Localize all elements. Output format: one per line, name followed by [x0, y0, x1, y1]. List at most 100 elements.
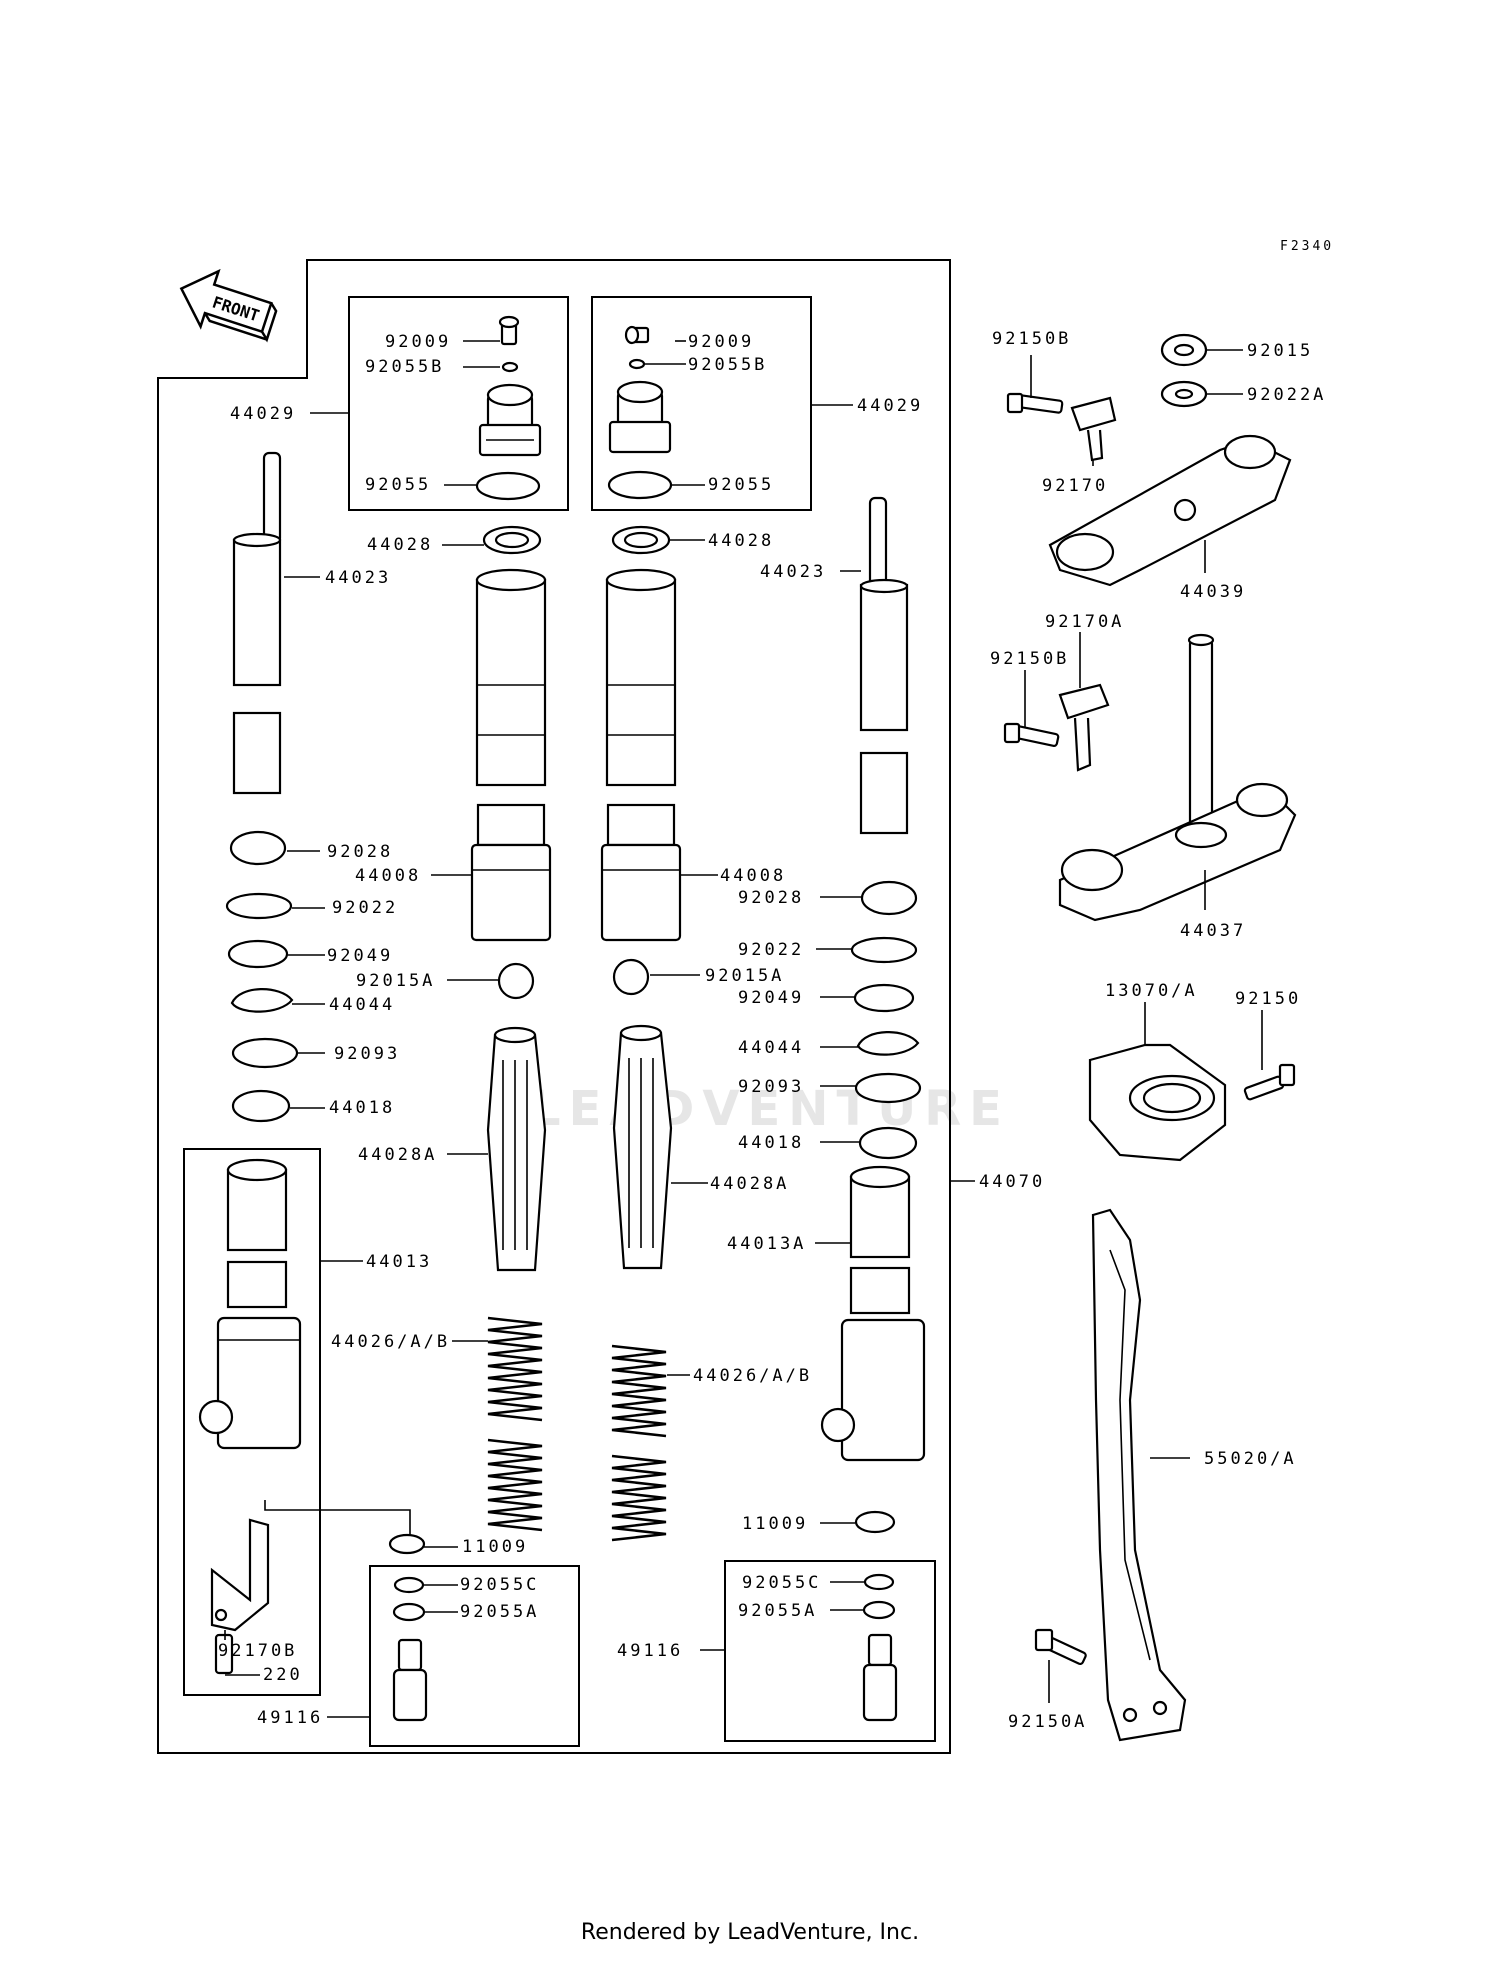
bracket-92170a	[1058, 683, 1110, 772]
inner-tube-44008-left	[470, 568, 552, 942]
label-92055c-right: 92055C	[742, 1573, 821, 1593]
inner-tube-44008-right	[600, 568, 682, 942]
bush-44028-right-hole	[623, 531, 659, 549]
label-44029-right: 44029	[857, 396, 923, 416]
outer-tube-box-left	[183, 1148, 321, 1696]
oring-92055c-left	[393, 1576, 425, 1594]
label-11009-left: 11009	[462, 1537, 528, 1557]
label-44028-right: 44028	[708, 531, 774, 551]
fork-cap-right	[608, 380, 672, 454]
steering-stem-44037	[1058, 633, 1297, 922]
label-44008-left: 44008	[355, 866, 421, 886]
oring-92055-left	[475, 471, 541, 501]
label-92055a-left: 92055A	[460, 1602, 539, 1622]
label-92015: 92015	[1247, 341, 1313, 361]
spring-44026-left	[487, 1316, 543, 1532]
label-92055-left: 92055	[365, 475, 431, 495]
oring-92055b-right	[628, 358, 646, 370]
label-44008-right: 44008	[720, 866, 786, 886]
label-92049-right: 92049	[738, 988, 804, 1008]
spring-44026-right	[611, 1344, 667, 1542]
leader-lines	[224, 340, 1263, 1718]
washer-11009-right	[854, 1510, 896, 1534]
valve-box-right	[724, 1560, 936, 1742]
label-92009-right: 92009	[688, 332, 754, 352]
label-44039: 44039	[1180, 582, 1246, 602]
label-44026-right: 44026/A/B	[693, 1366, 812, 1386]
nut-92015a-left	[497, 962, 535, 1000]
dust-seal-92093-left	[231, 1037, 299, 1069]
main-frame	[157, 259, 951, 1754]
label-92150b-top: 92150B	[992, 329, 1071, 349]
valve-box-left	[369, 1565, 580, 1747]
fork-cap-left	[478, 383, 542, 457]
label-92150a: 92150A	[1008, 1712, 1087, 1732]
bolt-92150	[1243, 1063, 1296, 1101]
label-44044-right: 44044	[738, 1038, 804, 1058]
oil-seal-92049-right	[853, 983, 915, 1013]
label-92022-right: 92022	[738, 940, 804, 960]
nut-92015	[1160, 333, 1208, 367]
label-92022a: 92022A	[1247, 385, 1326, 405]
bush-92028-left	[229, 830, 287, 866]
watermark: LEADVENTURE	[530, 1081, 1010, 1137]
damper-rod-44023-right	[859, 496, 909, 835]
label-13070: 13070/A	[1105, 981, 1198, 1001]
washer-11009-left	[388, 1533, 426, 1555]
label-92093-left: 92093	[334, 1044, 400, 1064]
label-92049-left: 92049	[327, 946, 393, 966]
part-labels: 92009 92055B 44029 92055 44028 44023 920…	[218, 329, 1326, 1732]
nut-92015a-right	[612, 958, 650, 996]
label-44026-left: 44026/A/B	[331, 1332, 450, 1352]
label-44044-left: 44044	[329, 995, 395, 1015]
label-44037: 44037	[1180, 921, 1246, 941]
outer-tube-44013a-right	[820, 1165, 926, 1462]
label-55020: 55020/A	[1204, 1449, 1297, 1469]
diagram-code: F2340	[1280, 239, 1334, 254]
label-92150b-mid: 92150B	[990, 649, 1069, 669]
label-44013: 44013	[366, 1252, 432, 1272]
oring-92055c-right	[863, 1573, 895, 1591]
screw-92009-left	[498, 315, 520, 346]
label-49116-right: 49116	[617, 1641, 683, 1661]
label-44018-right: 44018	[738, 1133, 804, 1153]
outer-tube-44013-left	[198, 1158, 302, 1450]
washer-92022-left	[225, 892, 293, 920]
bush-44018-right	[858, 1126, 918, 1160]
label-92055-right: 92055	[708, 475, 774, 495]
label-92022-left: 92022	[332, 898, 398, 918]
bush-44028-left-hole	[494, 531, 530, 549]
label-92009-left: 92009	[385, 332, 451, 352]
upper-triple-clamp-44039	[1048, 434, 1292, 587]
label-92150: 92150	[1235, 989, 1301, 1009]
bracket-92170	[1070, 396, 1117, 462]
label-92015a-right: 92015A	[705, 966, 784, 986]
valve-49116-left	[392, 1638, 428, 1722]
bolt-92150b-mid	[1003, 722, 1060, 747]
label-92028-right: 92028	[738, 888, 804, 908]
spring-guide-44028a-left	[486, 1026, 547, 1272]
label-92170: 92170	[1042, 476, 1108, 496]
label-44028a-right: 44028A	[710, 1174, 789, 1194]
label-220: 220	[263, 1665, 303, 1685]
label-44070: 44070	[979, 1172, 1045, 1192]
oring-92055a-left	[392, 1602, 426, 1622]
label-44028a-left: 44028A	[358, 1145, 437, 1165]
clamp-13070	[1088, 1043, 1227, 1162]
screw-92009-right	[624, 325, 650, 345]
cap-box-right	[591, 296, 812, 511]
label-44028-left: 44028	[367, 535, 433, 555]
oring-92055-right	[607, 470, 673, 500]
spring-guide-44028a-right	[612, 1024, 673, 1270]
label-44013a: 44013A	[727, 1234, 806, 1254]
label-49116-left: 49116	[257, 1708, 323, 1728]
label-92028-left: 92028	[327, 842, 393, 862]
cap-box-left	[348, 296, 569, 511]
label-44023-left: 44023	[325, 568, 391, 588]
oring-92055a-right	[862, 1600, 896, 1620]
bush-44018-left	[231, 1089, 291, 1123]
label-92055b-left: 92055B	[365, 357, 444, 377]
label-92055b-right: 92055B	[688, 355, 767, 375]
clip-44044-right	[856, 1031, 920, 1056]
